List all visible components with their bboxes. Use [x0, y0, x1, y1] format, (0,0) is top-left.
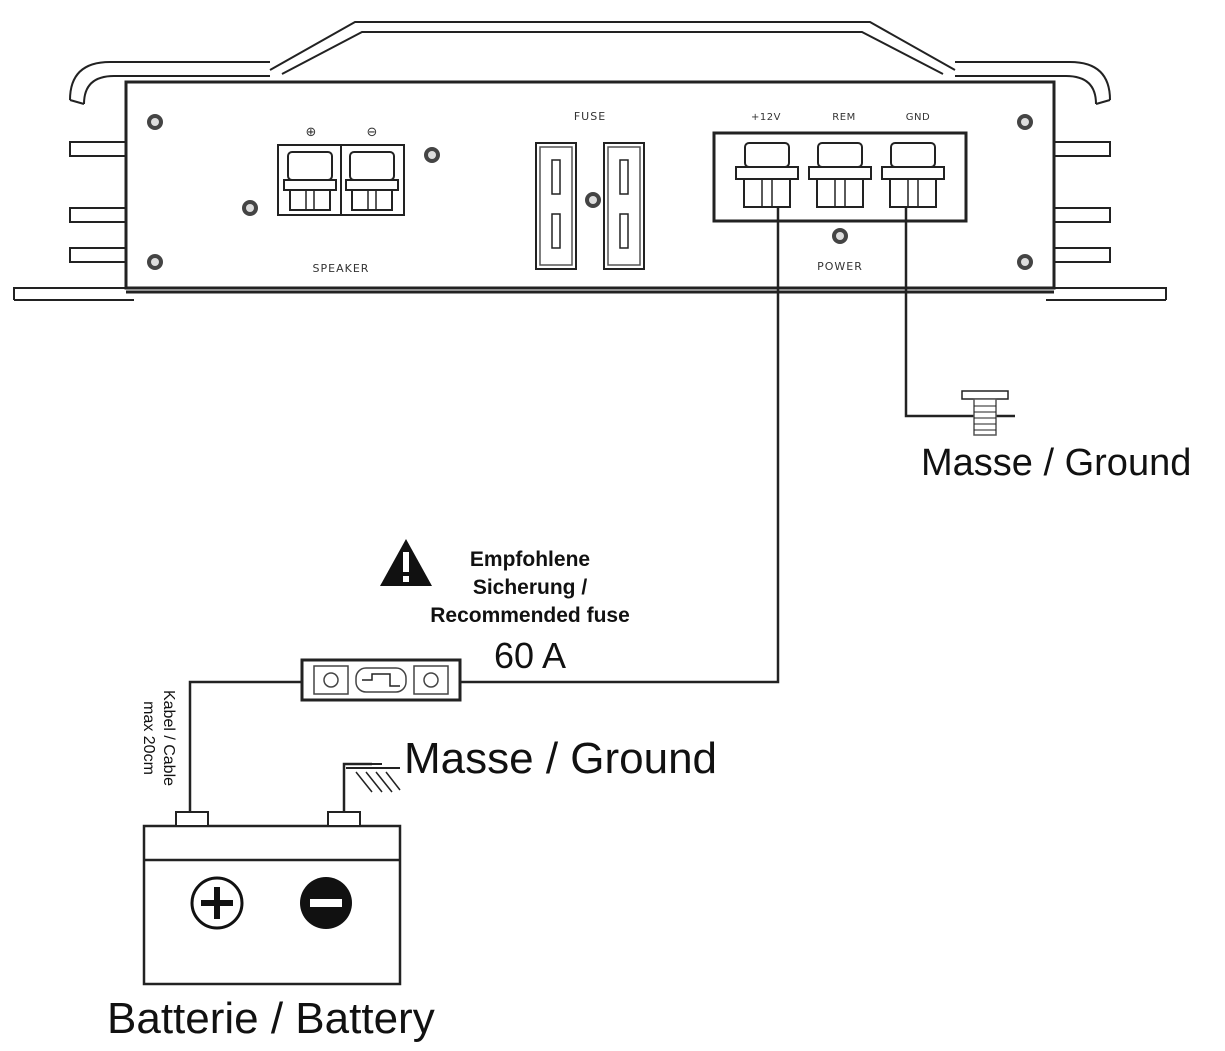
- battery-minus-icon: [300, 877, 352, 929]
- fuse-label: FUSE: [574, 110, 606, 123]
- fuse-note-line3: Recommended fuse: [430, 604, 630, 627]
- ground-amp-label: Masse / Ground: [921, 442, 1191, 484]
- fuse-note-line2: Sicherung /: [473, 576, 588, 599]
- terminal-gnd-label: GND: [906, 112, 930, 123]
- fuse-value: 60 A: [494, 635, 566, 676]
- battery-label: Batterie / Battery: [107, 994, 435, 1043]
- amplifier-housing: [13, 21, 1167, 301]
- warning-triangle-icon: [380, 539, 432, 586]
- speaker-minus-symbol: ⊖: [367, 125, 378, 140]
- cable-note-line1: Kabel / Cable: [160, 690, 177, 786]
- screw-icon: [585, 192, 601, 208]
- terminal-12v-label: +12V: [751, 112, 781, 123]
- positive-cable: [188, 207, 780, 812]
- screw-icon: [147, 114, 163, 130]
- speaker-plus-symbol: ⊕: [306, 125, 317, 140]
- power-label: POWER: [817, 260, 863, 273]
- speaker-label: SPEAKER: [313, 262, 370, 275]
- battery: [142, 811, 402, 986]
- fuse-note-line1: Empfohlene: [470, 548, 590, 571]
- amp-fuse-holders: [535, 142, 645, 270]
- battery-plus-icon: [190, 876, 244, 930]
- ground-battery-label: Masse / Ground: [404, 734, 717, 783]
- screw-icon: [424, 147, 440, 163]
- screw-icon: [1017, 114, 1033, 130]
- speaker-terminal-block: [277, 144, 405, 216]
- ground-icon: [346, 763, 401, 793]
- screw-icon: [242, 200, 258, 216]
- screw-icon: [1017, 254, 1033, 270]
- battery-ground-cable: [342, 762, 372, 812]
- terminal-rem-label: REM: [832, 112, 855, 123]
- screw-icon: [147, 254, 163, 270]
- power-terminal-block: [712, 131, 968, 223]
- cable-note-line2: max 20cm: [140, 701, 157, 775]
- ground-bolt-icon: [961, 390, 1009, 436]
- panel-screws: [147, 114, 1033, 270]
- screw-icon: [832, 228, 848, 244]
- inline-fuse-holder: [300, 658, 462, 702]
